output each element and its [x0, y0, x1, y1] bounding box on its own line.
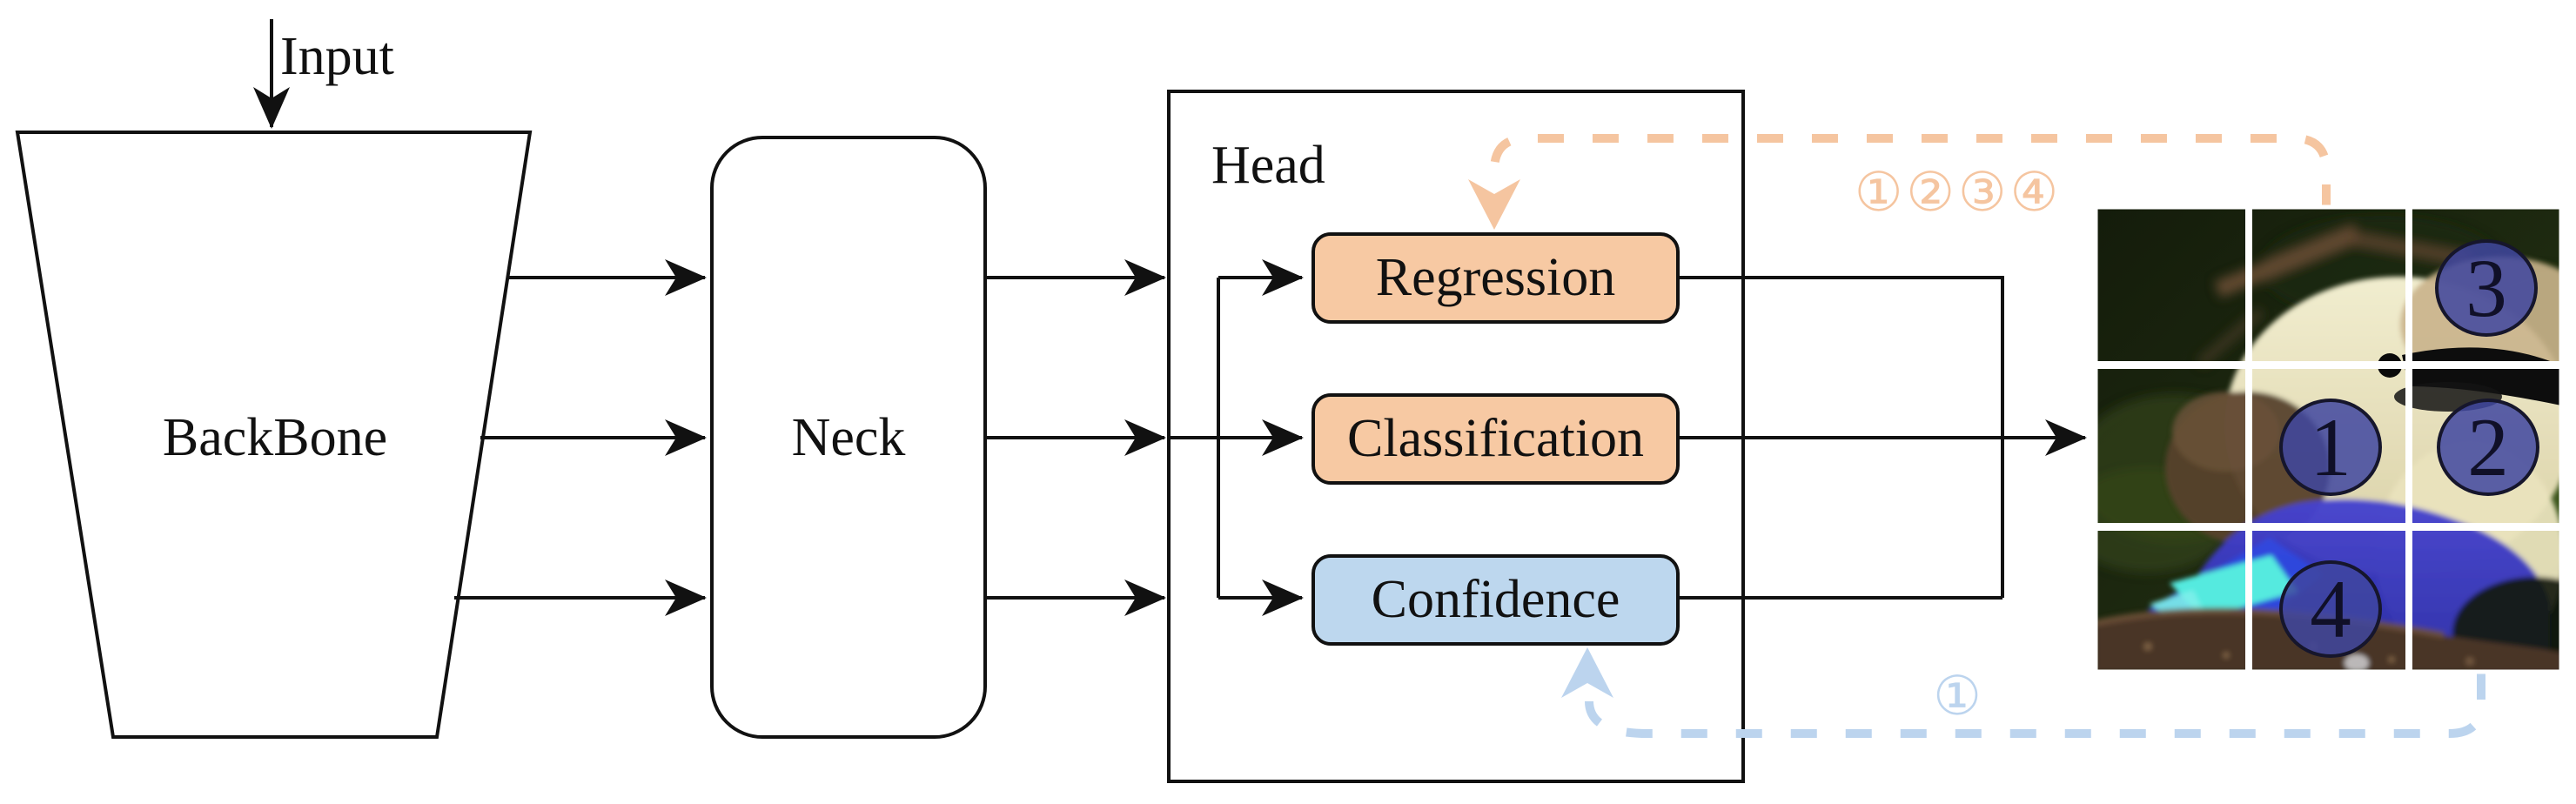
regression-output-wire [1680, 276, 2004, 598]
region-badge-4: 4 [2279, 560, 2382, 658]
region-badge-1: 1 [2279, 399, 2382, 496]
backbone-label: BackBone [162, 408, 388, 467]
neck-label: Neck [791, 408, 906, 467]
feedback-regression-arrowhead [1468, 179, 1520, 230]
photo-frame [2093, 204, 2564, 674]
region-badge-3-number: 3 [2465, 242, 2507, 334]
feedback-confidence-path [1585, 673, 2485, 738]
head-label: Head [1211, 136, 1325, 195]
feedback-regression-label: ①②③④ [1854, 160, 2063, 224]
region-badge-2-number: 2 [2467, 401, 2509, 493]
feedback-confidence-label: ① [1933, 664, 1985, 727]
region-badge-3: 3 [2435, 239, 2538, 337]
grid-gap-horizontal-1 [2096, 361, 2561, 369]
classification-box: Classification [1311, 393, 1680, 485]
regression-box: Regression [1311, 232, 1680, 324]
grid-gap-horizontal-2 [2096, 523, 2561, 531]
feedback-regression-path [1490, 134, 2331, 211]
feedback-confidence-arrowhead [1561, 647, 1613, 698]
confidence-box: Confidence [1311, 554, 1680, 646]
classification-label: Classification [1347, 409, 1644, 468]
region-badge-1-number: 1 [2310, 401, 2351, 493]
input-label: Input [280, 27, 394, 86]
confidence-label: Confidence [1371, 570, 1620, 629]
region-badge-2: 2 [2437, 399, 2539, 496]
regression-label: Regression [1375, 248, 1616, 307]
grid-gap-vertical-1 [2245, 207, 2252, 672]
grid-gap-vertical-2 [2405, 207, 2412, 672]
backbone-shape [15, 131, 533, 739]
region-badge-4-number: 4 [2310, 563, 2351, 655]
